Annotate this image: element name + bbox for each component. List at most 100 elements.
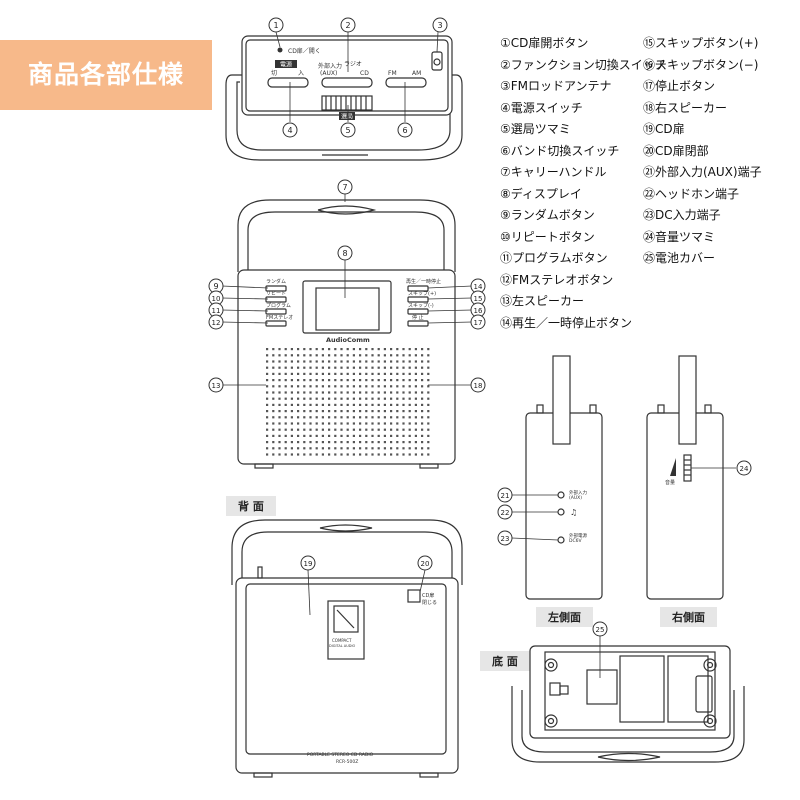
parts-legend-left: ①CD扉開ボタン ②ファンクション切換スイッチ ③FMロッドアンテナ ④電源スイ… <box>500 33 667 334</box>
parts-legend-right: ⑮スキップボタン(+) ⑯スキップボタン(−) ⑰停止ボタン ⑱右スピーカー ⑲… <box>643 33 762 270</box>
callout-number-24: 24 <box>740 465 749 473</box>
callout-number-13: 13 <box>212 382 221 390</box>
back-view-label: 背 面 <box>226 496 276 516</box>
headphone-icon: ♫ <box>570 508 577 517</box>
callout-circle-22 <box>497 504 513 520</box>
legend-item: ⑨ランダムボタン <box>500 208 595 222</box>
callout-number-12: 12 <box>212 319 221 327</box>
cd-logo-text-2: DIGITAL AUDIO <box>329 644 355 648</box>
legend-item: ⑧ディスプレイ <box>500 186 582 201</box>
callout-number-22: 22 <box>501 509 510 517</box>
power-off-label: 切 <box>271 70 277 77</box>
legend-item: ⑱右スピーカー <box>643 100 728 115</box>
legend-item: ①CD扉開ボタン <box>500 36 589 50</box>
left-side-view <box>525 355 603 600</box>
callout-number-1: 1 <box>273 21 278 30</box>
power-label: 電源 <box>280 61 292 69</box>
callout-circle-6 <box>397 122 413 138</box>
stop-label: 停 止 <box>412 314 424 321</box>
top-view <box>225 35 463 161</box>
legend-item: ⑲CD扉 <box>643 122 685 136</box>
cd-label-top: CD <box>360 70 369 77</box>
left-view-label: 左側面 <box>536 607 593 627</box>
legend-item: ㉒ヘッドホン端子 <box>643 186 740 201</box>
callout-circle-2 <box>340 17 356 33</box>
callout-number-16: 16 <box>474 307 483 315</box>
power-on-label: 入 <box>298 70 304 77</box>
callout-circle-21 <box>497 487 513 503</box>
legend-item: ⑳CD扉閉部 <box>643 143 709 158</box>
callout-number-21: 21 <box>501 492 510 500</box>
am-label-top: AM <box>412 70 421 77</box>
right-view-label: 右側面 <box>660 607 717 627</box>
callout-number-25: 25 <box>596 626 605 634</box>
callout-circle-3 <box>432 17 448 33</box>
callout-number-19: 19 <box>304 560 313 568</box>
legend-item: ⑭再生／一時停止ボタン <box>500 315 633 330</box>
legend-item: ⑤選局ツマミ <box>500 122 571 136</box>
legend-item: ㉑外部入力(AUX)端子 <box>643 165 762 179</box>
callout-number-10: 10 <box>212 295 221 303</box>
callout-number-18: 18 <box>474 382 483 390</box>
callout-circle-8 <box>337 245 353 261</box>
aux-paren-top: (AUX) <box>320 70 337 77</box>
callout-circle-25 <box>592 621 608 637</box>
legend-item: ⑰停止ボタン <box>643 79 716 93</box>
front-view <box>237 199 456 469</box>
legend-item: ⑦キャリーハンドル <box>500 165 607 179</box>
callout-number-11: 11 <box>212 307 221 315</box>
legend-item: ⑪プログラムボタン <box>500 251 608 265</box>
callout-number-17: 17 <box>474 319 483 327</box>
callout-circle-17 <box>470 314 486 330</box>
legend-item: ⑮スキップボタン(+) <box>643 36 759 50</box>
callout-circle-13 <box>208 377 224 393</box>
repeat-label: リピート <box>266 291 286 297</box>
callout-circle-24 <box>736 460 752 476</box>
aux-label-side: 外部入力 <box>569 489 587 496</box>
callout-number-2: 2 <box>345 21 350 30</box>
volume-label: 音量 <box>665 479 675 486</box>
right-side-view <box>646 355 724 600</box>
callout-number-9: 9 <box>213 282 218 291</box>
aux-label-top: 外部入力 <box>318 62 342 70</box>
speaker-grille <box>266 348 430 601</box>
callout-number-6: 6 <box>402 126 407 135</box>
bottom-view <box>511 645 745 763</box>
callout-number-20: 20 <box>421 560 430 568</box>
callout-circle-18 <box>470 377 486 393</box>
callout-circle-12 <box>208 314 224 330</box>
product-name: PORTABLE STEREO CD RADIO <box>307 752 374 758</box>
legend-item: ⑬左スピーカー <box>500 294 585 308</box>
cd-open-label: CD扉／開く <box>288 47 321 55</box>
legend-item: ②ファンクション切換スイッチ <box>500 57 667 72</box>
callout-circle-19 <box>300 555 316 571</box>
skip-plus-label: スキップ(+) <box>408 291 436 297</box>
legend-item: ⑯スキップボタン(−) <box>643 57 759 72</box>
callout-number-5: 5 <box>345 126 350 135</box>
back-view <box>231 519 463 778</box>
dc-volt-label: DC6V <box>569 538 582 544</box>
legend-item: ③FMロッドアンテナ <box>500 79 612 93</box>
callout-circle-4 <box>282 122 298 138</box>
radio-label: ラジオ <box>344 61 362 68</box>
callout-circle-7 <box>337 179 353 195</box>
cd-close-label: CD扉 <box>422 592 434 599</box>
legend-item: ㉔音量ツマミ <box>643 229 716 244</box>
callout-circle-5 <box>340 122 356 138</box>
bottom-view-label: 底 面 <box>480 651 530 671</box>
cd-logo-text: COMPACT <box>332 638 352 643</box>
cd-close-label-2: 閉じる <box>422 600 437 606</box>
callout-circle-20 <box>417 555 433 571</box>
random-label: ランダム <box>266 278 286 285</box>
brand-logo: AudioComm <box>326 336 370 344</box>
fm-label-top: FM <box>388 70 397 77</box>
callout-number-3: 3 <box>437 21 442 30</box>
skip-minus-label: スキップ(-) <box>408 303 434 309</box>
callout-number-15: 15 <box>474 295 483 303</box>
legend-item: ⑫FMステレオボタン <box>500 272 614 287</box>
callout-circle-23 <box>497 530 513 546</box>
fm-stereo-label: FMステレオ <box>266 315 293 321</box>
tuning-label: 選局 <box>341 113 353 121</box>
